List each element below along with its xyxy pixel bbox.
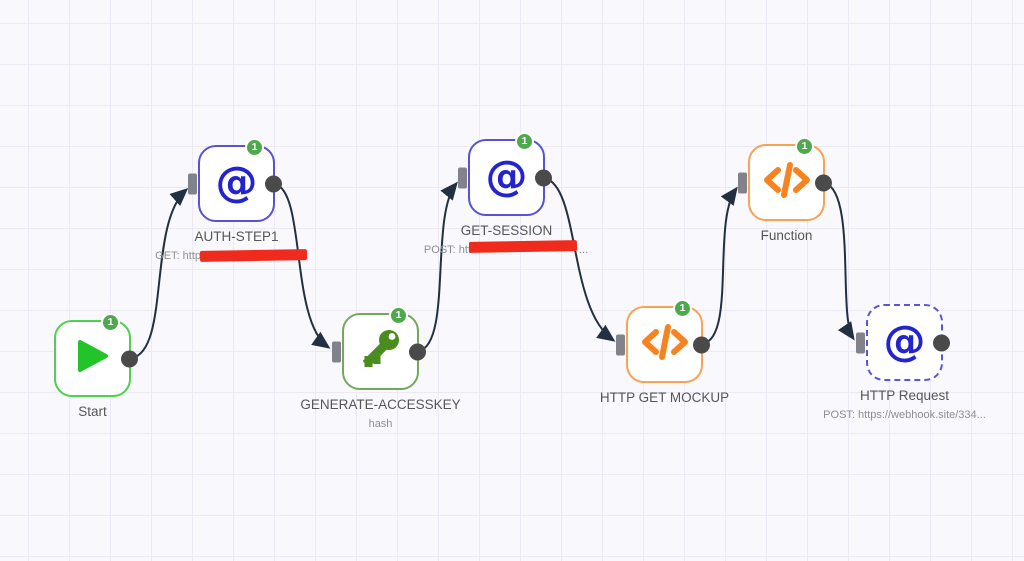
node-label: HTTP Request [859,388,950,403]
redaction-bar [199,249,308,262]
connection-start-authstep1[interactable] [131,187,189,359]
input-port[interactable] [856,332,865,353]
items-count-badge: 1 [101,313,120,332]
input-port[interactable] [738,172,747,193]
node-group-http-request: @ HTTP Request POST: https://webhook.sit… [823,304,986,421]
connection-authstep1-generateaccesskey[interactable] [274,183,331,349]
node-group-function: 1 Function [738,137,832,243]
at-icon: @ [485,151,528,200]
output-port[interactable] [815,174,832,191]
node-subtitle: POST: https://webhook.site/334... [823,409,986,421]
items-count-badge: 1 [245,138,264,157]
node-group-generate-accesskey: 1 GENERATE-ACCESSKEY hash [300,306,461,430]
input-port[interactable] [616,334,625,355]
node-label: GET-SESSION [460,223,553,238]
output-port[interactable] [933,334,950,351]
node-group-get-session: 1 @ GET-SESSION POST: htt ... [424,132,588,256]
node-subtitle-tail: ... [579,244,589,256]
node-generate-accesskey[interactable]: 1 [332,306,426,390]
node-subtitle: GET: http [155,250,201,262]
output-port[interactable] [535,169,552,186]
connection-generateaccesskey-getsession[interactable] [418,181,458,352]
node-label: AUTH-STEP1 [194,229,279,244]
items-count-badge: 1 [515,132,534,151]
node-group-start: 1 Start [54,313,138,419]
connection-httpgetmockup-function[interactable] [702,186,738,345]
node-function[interactable]: 1 [738,137,832,221]
node-group-auth-step1: 1 @ AUTH-STEP1 GET: http [155,138,282,262]
code-icon [761,154,813,211]
node-start[interactable]: 1 [54,313,138,397]
node-label: Function [760,228,813,243]
node-group-http-get-mockup: 1 HTTP GET MOCKUP [600,299,729,405]
output-port[interactable] [121,350,138,367]
code-icon [639,316,691,373]
node-http-get-mockup[interactable]: 1 [616,299,710,383]
connection-function-httprequest[interactable] [824,182,855,341]
at-icon: @ [883,316,926,365]
output-port[interactable] [265,175,282,192]
node-http-request[interactable]: @ [856,304,950,381]
output-port[interactable] [409,343,426,360]
node-subtitle: hash [368,418,393,430]
connection-getsession-httpgetmockup[interactable] [544,177,616,342]
node-label: Start [78,404,107,419]
output-port[interactable] [693,336,710,353]
input-port[interactable] [332,341,341,362]
key-icon [357,325,405,378]
node-auth-step1[interactable]: 1 @ [188,138,282,222]
redaction-bar [468,240,578,253]
node-get-session[interactable]: 1 @ [458,132,552,216]
play-icon [76,339,110,378]
items-count-badge: 1 [673,299,692,318]
input-port[interactable] [188,173,197,194]
input-port[interactable] [458,167,467,188]
node-label: HTTP GET MOCKUP [599,390,730,405]
node-subtitle: POST: htt [423,244,471,256]
items-count-badge: 1 [389,306,408,325]
items-count-badge: 1 [795,137,814,156]
at-icon: @ [215,157,258,206]
node-label: GENERATE-ACCESSKEY [300,397,461,412]
